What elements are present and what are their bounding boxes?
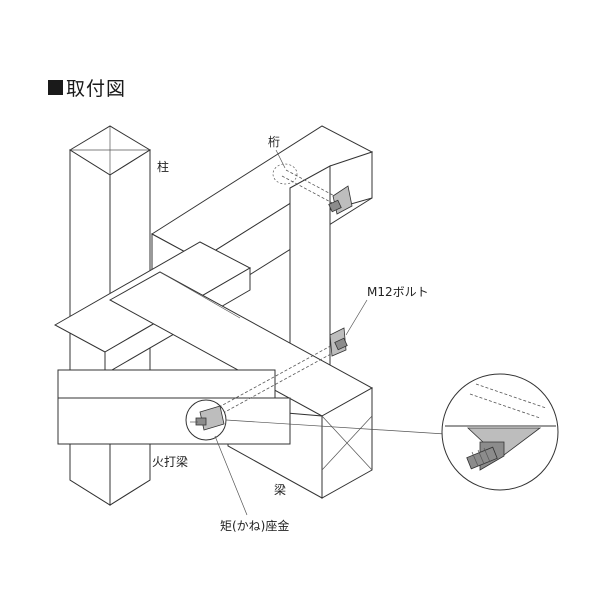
right-post bbox=[289, 165, 331, 396]
label-girder: 桁 bbox=[268, 135, 280, 149]
pillar-lower bbox=[69, 443, 151, 506]
label-bracket: 矩(かね)座金 bbox=[220, 518, 289, 533]
label-bolt: M12ボルト bbox=[367, 285, 429, 299]
lower-bracket bbox=[185, 399, 227, 441]
leader-lines bbox=[214, 149, 368, 516]
detail-callout bbox=[225, 373, 559, 491]
label-pillar: 柱 bbox=[157, 159, 169, 174]
label-diagonal-beam: 火打梁 bbox=[152, 454, 188, 469]
middle-bracket bbox=[329, 327, 348, 357]
upper-bracket bbox=[272, 163, 353, 215]
title-square-icon bbox=[48, 80, 63, 95]
label-beam: 梁 bbox=[274, 482, 286, 497]
page-title: 取付図 bbox=[66, 78, 127, 100]
horizontal-beam bbox=[57, 369, 291, 445]
title-block: 取付図 bbox=[48, 74, 126, 101]
bolt-paths bbox=[209, 169, 343, 419]
